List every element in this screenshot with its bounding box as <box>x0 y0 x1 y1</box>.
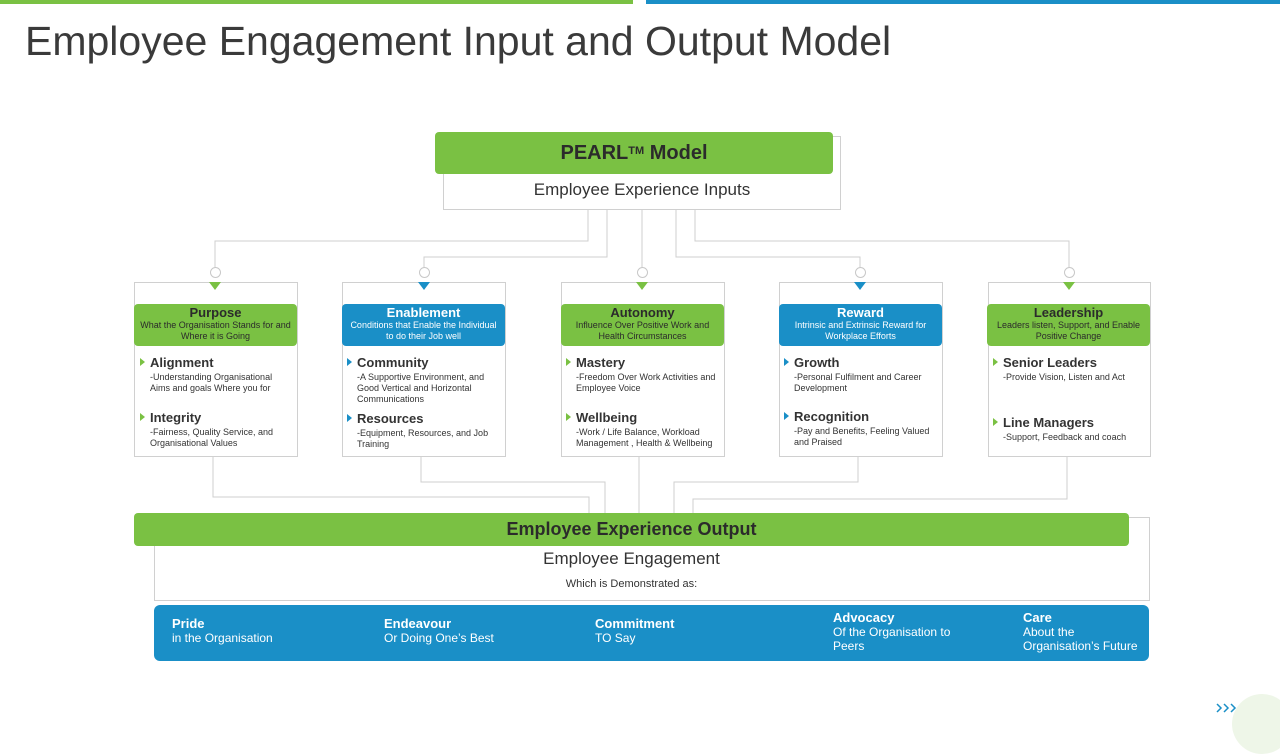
list-item-integrity: Integrity -Fairness, Quality Service, an… <box>150 410 290 449</box>
bullet-arrow-icon <box>784 412 789 420</box>
corner-decoration <box>1232 694 1280 754</box>
outcome-label: Care <box>1023 610 1052 625</box>
connector-node <box>210 267 221 278</box>
column-subtitle: Conditions that Enable the Individual to… <box>350 320 497 341</box>
outcomes-bar <box>154 605 1149 661</box>
column-title: Autonomy <box>610 305 675 320</box>
list-item-recognition: Recognition -Pay and Benefits, Feeling V… <box>794 409 934 448</box>
item-label: Senior Leaders <box>1003 355 1097 370</box>
column-header-enablement: Enablement Conditions that Enable the In… <box>342 304 505 346</box>
bullet-arrow-icon <box>993 418 998 426</box>
outcome-label: Pride <box>172 616 205 631</box>
column-header-reward: Reward Intrinsic and Extrinsic Reward fo… <box>779 304 942 346</box>
item-description: -Work / Life Balance, Workload Managemen… <box>576 427 713 448</box>
column-subtitle: What the Organisation Stands for and Whe… <box>140 320 291 341</box>
connector-lines <box>212 210 1070 513</box>
item-label: Growth <box>794 355 840 370</box>
list-item-line-managers: Line Managers -Support, Feedback and coa… <box>1003 415 1145 443</box>
list-item-alignment: Alignment -Understanding Organisational … <box>150 355 290 394</box>
item-description: -Support, Feedback and coach <box>1003 432 1127 442</box>
item-label: Resources <box>357 411 424 426</box>
outcome-description: About the Organisation’s Future <box>1023 625 1138 653</box>
outcome-label: Endeavour <box>384 616 452 631</box>
trademark-mark: TM <box>628 145 645 157</box>
down-arrow-icon <box>636 282 648 290</box>
bullet-arrow-icon <box>140 413 145 421</box>
outcome-description: in the Organisation <box>172 631 273 645</box>
column-title: Leadership <box>1033 305 1104 320</box>
down-arrow-icon <box>854 282 866 290</box>
item-label: Recognition <box>794 409 870 424</box>
item-description: -Freedom Over Work Activities and Employ… <box>576 372 716 393</box>
list-item-growth: Growth -Personal Fulfilment and Career D… <box>794 355 934 394</box>
item-label: Community <box>357 355 429 370</box>
pearl-subtitle: Employee Experience Inputs <box>533 180 751 199</box>
pearl-name: PEARL <box>560 141 629 164</box>
item-label: Integrity <box>150 410 202 425</box>
list-item-wellbeing: Wellbeing -Work / Life Balance, Workload… <box>576 410 721 449</box>
connector-node <box>1064 267 1075 278</box>
top-accent-bar-green <box>0 0 633 4</box>
column-header-autonomy: Autonomy Influence Over Positive Work an… <box>561 304 724 346</box>
item-description: -Understanding Organisational Aims and g… <box>150 372 273 393</box>
item-description: -Provide Vision, Listen and Act <box>1003 372 1125 382</box>
down-arrow-icon <box>418 282 430 290</box>
top-accent-bar-blue <box>646 0 1280 4</box>
outcome-description: TO Say <box>595 631 636 645</box>
bullet-arrow-icon <box>566 413 571 421</box>
down-arrow-icon <box>209 282 221 290</box>
triple-chevron-right-icon[interactable] <box>1216 703 1238 716</box>
bullet-arrow-icon <box>347 358 352 366</box>
column-subtitle: Intrinsic and Extrinsic Reward for Workp… <box>794 320 927 341</box>
outcome-commitment: Commitment TO Say <box>595 616 775 646</box>
outcome-endeavour: Endeavour Or Doing One’s Best <box>384 616 564 646</box>
list-item-mastery: Mastery -Freedom Over Work Activities an… <box>576 355 721 394</box>
outcome-description: Or Doing One’s Best <box>384 631 494 645</box>
bullet-arrow-icon <box>993 358 998 366</box>
page-title: Employee Engagement Input and Output Mod… <box>25 18 892 64</box>
bullet-arrow-icon <box>140 358 145 366</box>
item-label: Alignment <box>150 355 214 370</box>
outcome-advocacy: Advocacy Of the Organisation to Peers <box>833 610 953 654</box>
column-header-purpose: Purpose What the Organisation Stands for… <box>134 304 297 346</box>
outcome-label: Advocacy <box>833 610 895 625</box>
outcome-description: Of the Organisation to Peers <box>833 625 951 653</box>
item-description: -Fairness, Quality Service, and Organisa… <box>150 427 274 448</box>
outcome-label: Commitment <box>595 616 675 631</box>
bullet-arrow-icon <box>784 358 789 366</box>
outcome-care: Care About the Organisation’s Future <box>1023 610 1145 654</box>
column-title: Enablement <box>386 305 461 320</box>
outcome-pride: Pride in the Organisation <box>172 616 352 646</box>
bullet-arrow-icon <box>347 414 352 422</box>
output-subtitle: Employee Engagement <box>543 549 720 568</box>
pearl-suffix: Model <box>644 141 708 164</box>
item-description: -Pay and Benefits, Feeling Valued and Pr… <box>794 426 930 447</box>
column-title: Purpose <box>189 305 242 320</box>
list-item-senior-leaders: Senior Leaders -Provide Vision, Listen a… <box>1003 355 1145 383</box>
column-title: Reward <box>837 305 884 320</box>
item-label: Mastery <box>576 355 626 370</box>
item-label: Wellbeing <box>576 410 638 425</box>
output-note: Which is Demonstrated as: <box>565 578 698 590</box>
item-description: -Personal Fulfilment and Career Developm… <box>794 372 922 393</box>
list-item-resources: Resources -Equipment, Resources, and Job… <box>357 411 497 450</box>
item-description: -A Supportive Environment, and Good Vert… <box>357 372 485 404</box>
down-arrow-icon <box>1063 282 1075 290</box>
list-item-community: Community -A Supportive Environment, and… <box>357 355 497 405</box>
connector-node <box>419 267 430 278</box>
item-description: -Equipment, Resources, and Job Training <box>357 428 489 449</box>
connector-node <box>855 267 866 278</box>
bullet-arrow-icon <box>566 358 571 366</box>
item-label: Line Managers <box>1003 415 1095 430</box>
connector-node <box>637 267 648 278</box>
output-header: Employee Experience Output <box>134 513 1129 546</box>
column-header-leadership: Leadership Leaders listen, Support, and … <box>987 304 1150 346</box>
column-subtitle: Influence Over Positive Work and Health … <box>575 320 710 341</box>
column-subtitle: Leaders listen, Support, and Enable Posi… <box>996 320 1141 341</box>
